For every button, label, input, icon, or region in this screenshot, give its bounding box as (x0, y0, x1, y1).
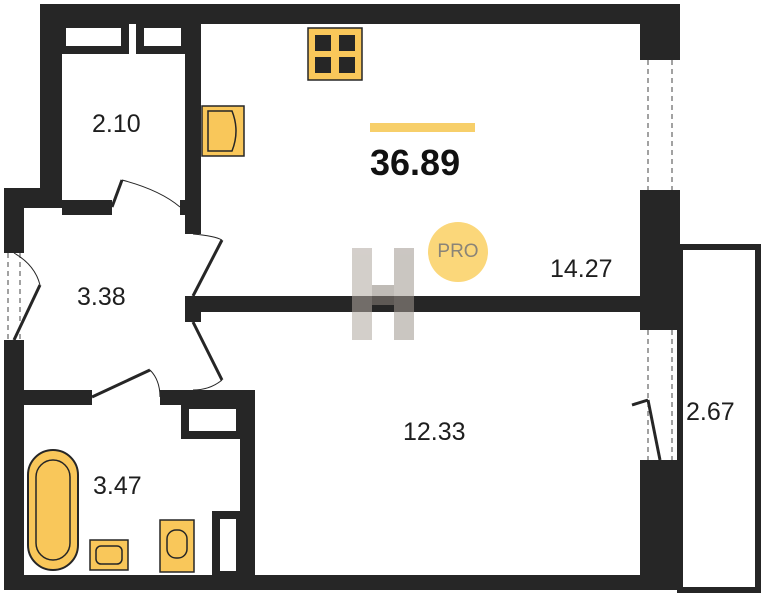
doors (12, 179, 662, 461)
stove-icon (307, 27, 363, 81)
room-area-hallway: 3.38 (77, 283, 126, 311)
total-area-bar (370, 123, 475, 132)
kitchen-sink-icon (201, 105, 245, 157)
toilet-icon (159, 519, 195, 573)
washbasin-icon (89, 539, 129, 571)
total-area: 36.89 (370, 142, 461, 183)
room-area-balcony: 2.67 (686, 398, 735, 426)
walls (4, 4, 680, 590)
room-area-bathroom: 3.47 (93, 472, 142, 500)
room-area-bathroom-small: 2.10 (92, 110, 141, 138)
brand-logo (352, 248, 414, 340)
room-area-kitchen-living: 14.27 (550, 255, 613, 283)
balcony-outline (677, 244, 761, 593)
bathtub-icon (27, 449, 79, 571)
pro-badge: PRO (428, 222, 488, 282)
room-area-bedroom: 12.33 (403, 418, 466, 446)
